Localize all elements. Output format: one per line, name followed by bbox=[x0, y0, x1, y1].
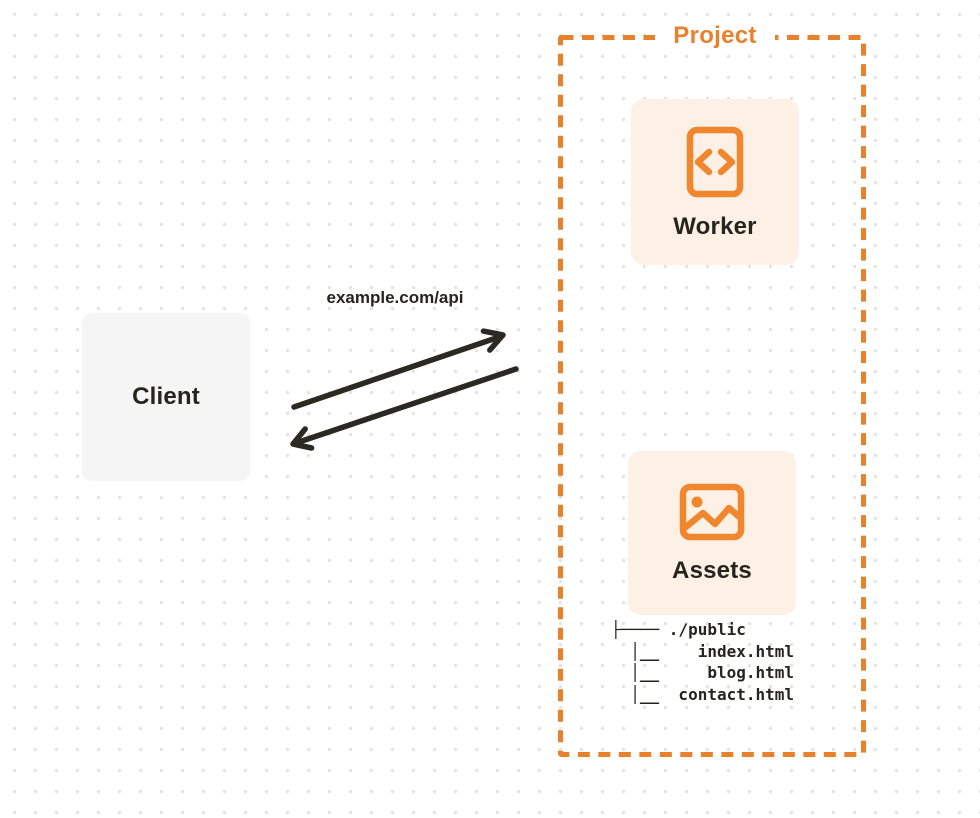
worker-label: Worker bbox=[673, 213, 757, 240]
file-tree-line: │__ index.html bbox=[611, 641, 795, 661]
file-tree-line: ├──── ./public bbox=[611, 620, 746, 639]
image-icon bbox=[679, 483, 745, 541]
assets-label: Assets bbox=[672, 557, 752, 584]
worker-node: Worker bbox=[631, 99, 799, 265]
assets-node: Assets bbox=[628, 451, 796, 615]
code-file-icon bbox=[686, 126, 744, 198]
request-url-label: example.com/api bbox=[326, 288, 464, 307]
project-label: Project bbox=[655, 21, 775, 51]
client-node: Client bbox=[82, 313, 250, 481]
file-tree: ├──── ./public │__ index.html │__ blog.h… bbox=[611, 619, 794, 705]
client-label: Client bbox=[132, 383, 200, 410]
file-tree-line: │__ contact.html bbox=[611, 684, 795, 704]
request-arrow bbox=[291, 328, 506, 410]
file-tree-line: │__ blog.html bbox=[611, 663, 795, 682]
response-arrow bbox=[290, 366, 519, 451]
